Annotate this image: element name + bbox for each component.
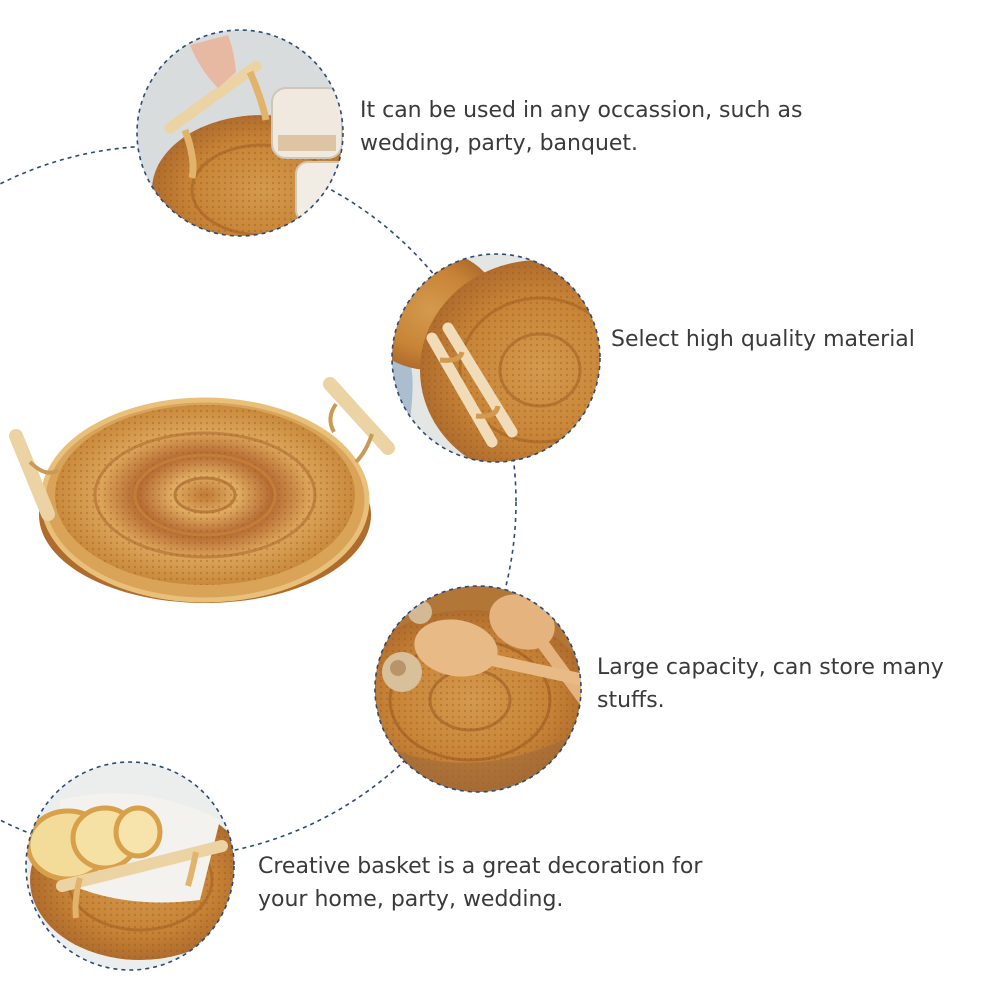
detail-photo-decoration: [26, 762, 234, 970]
detail-photo-capacity: [375, 586, 581, 792]
tray-handle-left: [9, 429, 60, 521]
detail-photo-material: [392, 254, 600, 462]
rattan-tray-image: [9, 377, 395, 603]
dashed-orbit-ring: [0, 145, 517, 859]
detail-ring-2: [391, 253, 601, 463]
feature-text-decoration: Creative basket is a great decoration fo…: [258, 854, 703, 912]
feature-text-capacity: Large capacity, can store many stuffs.: [597, 655, 944, 713]
feature-text-occasion: It can be used in any occassion, such as…: [360, 98, 803, 156]
tray-handle-right: [323, 377, 395, 464]
feature-text-material: Select high quality material: [611, 327, 915, 352]
detail-ring-1: [136, 29, 344, 237]
detail-ring-4: [25, 761, 235, 971]
detail-ring-3: [374, 585, 582, 793]
